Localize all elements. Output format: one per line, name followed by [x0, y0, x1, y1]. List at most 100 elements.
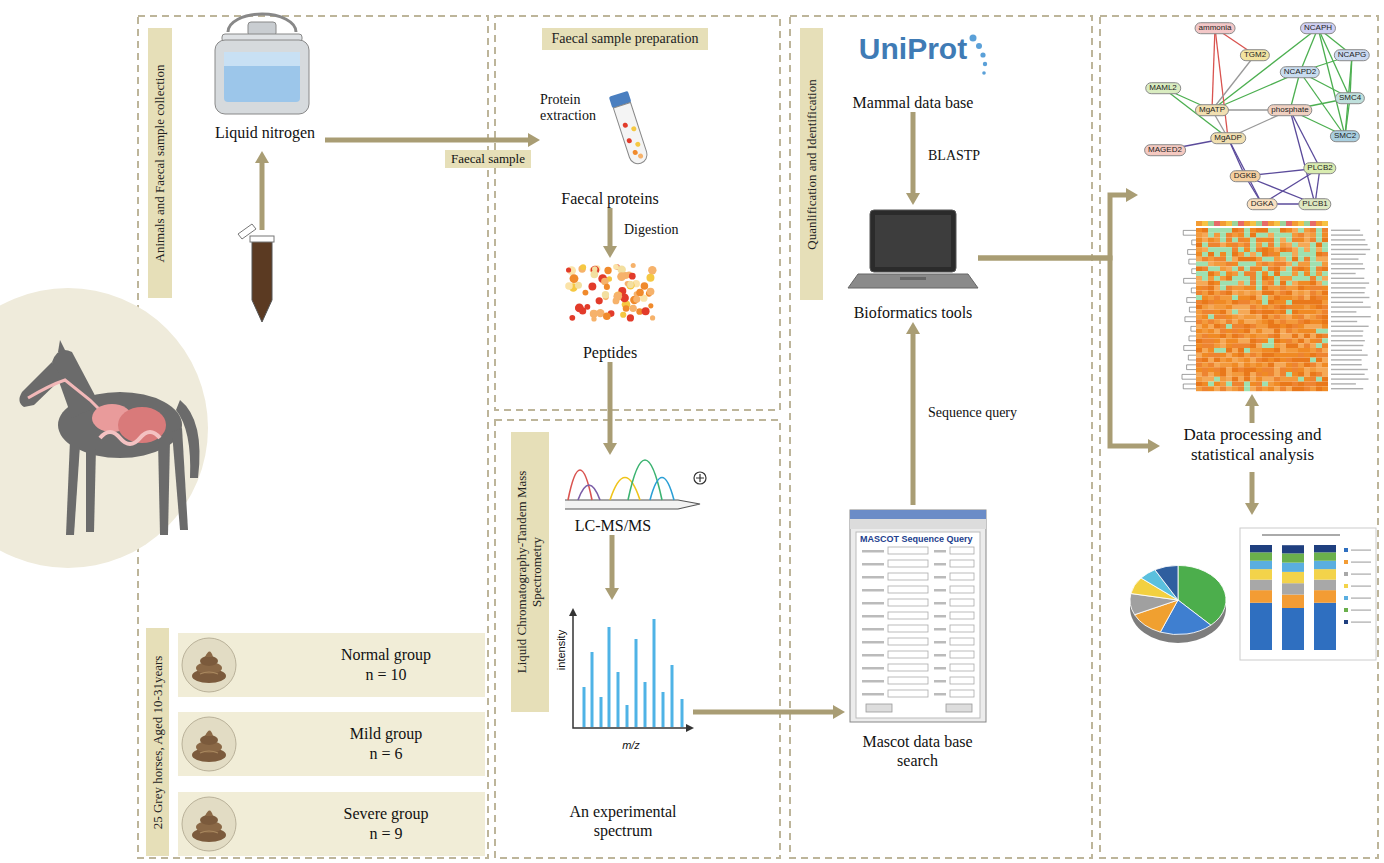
heatmap [1232, 382, 1238, 387]
heatmap [1232, 343, 1238, 348]
form-fields [862, 693, 884, 696]
heatmap [1286, 377, 1292, 382]
heatmap [1244, 281, 1250, 286]
sample-tube [252, 240, 272, 322]
digestive-tract [28, 380, 105, 415]
stacked-bars [1344, 584, 1348, 588]
heatmap [1331, 354, 1368, 355]
heatmap [1286, 358, 1292, 363]
peptide-dots [591, 316, 596, 321]
heatmap [1232, 338, 1238, 343]
heatmap [1310, 221, 1316, 226]
heatmap [1310, 329, 1316, 334]
form-fields [888, 560, 928, 567]
heatmap [1331, 335, 1363, 336]
heatmap [1196, 242, 1202, 247]
heatmap [1262, 271, 1268, 276]
peptide-dots [580, 264, 586, 270]
heatmap [1310, 266, 1316, 271]
peptide-dots [604, 284, 610, 290]
heatmap [1232, 310, 1238, 315]
heatmap [1268, 377, 1274, 382]
peptide-dots [578, 265, 585, 272]
heatmap [1304, 386, 1310, 391]
heatmap [1310, 334, 1316, 339]
heatmap [1256, 358, 1262, 363]
heatmap [1322, 343, 1328, 348]
heatmap [1268, 343, 1274, 348]
heatmap [1316, 262, 1322, 267]
heatmap [1274, 295, 1280, 300]
form-fields [862, 654, 884, 657]
icon-caption: UniProt [859, 32, 967, 65]
peptide-dots [613, 292, 622, 301]
icon-caption: Liquid nitrogen [215, 123, 315, 142]
heatmap [1292, 286, 1298, 291]
heatmap [1244, 221, 1250, 226]
heatmap [1262, 358, 1268, 363]
heatmap [1316, 324, 1322, 329]
heatmap [1232, 367, 1238, 372]
sample-tube [238, 224, 256, 239]
heatmap [1262, 319, 1268, 324]
heatmap [1331, 263, 1363, 264]
heatmap [1196, 386, 1202, 391]
heatmap [1274, 367, 1280, 372]
spectrum-bars [617, 672, 620, 727]
heatmap [1202, 295, 1208, 300]
analysis-label: Data processing and statistical analysis [1160, 425, 1345, 466]
heatmap [1331, 364, 1362, 365]
heatmap [1226, 386, 1232, 391]
heatmap [1220, 286, 1226, 291]
stacked-bars [1250, 590, 1272, 603]
heatmap [1226, 377, 1232, 382]
form-fields [888, 612, 928, 619]
gene-label: MAGED2 [1144, 144, 1186, 156]
heatmap [1298, 271, 1304, 276]
heatmap [1286, 228, 1292, 233]
heatmap [1310, 281, 1316, 286]
heatmap [1280, 343, 1286, 348]
heatmap [1268, 262, 1274, 267]
heatmap [1208, 233, 1214, 238]
heatmap [1244, 314, 1250, 319]
heatmap [1238, 290, 1244, 295]
mascot-window [850, 510, 986, 722]
heatmap [1322, 338, 1328, 343]
heatmap [1268, 228, 1274, 233]
heatmap [1322, 228, 1328, 233]
heatmap [1196, 252, 1202, 257]
heatmap [1232, 353, 1238, 358]
pie-chart [1130, 565, 1226, 634]
heatmap [1262, 276, 1268, 281]
form-fields [862, 641, 884, 644]
heatmap [1202, 367, 1208, 372]
heatmap [1256, 310, 1262, 315]
form-fields [946, 704, 972, 712]
stacked-bars [1314, 561, 1336, 569]
heatmap [1262, 257, 1268, 262]
laptop-icon [870, 210, 956, 272]
faeces-icon [182, 638, 236, 692]
heatmap [1244, 242, 1250, 247]
heatmap [1208, 242, 1214, 247]
heatmap [1268, 358, 1274, 363]
heatmap [1220, 242, 1226, 247]
chromatogram [578, 485, 600, 500]
heatmap [1202, 386, 1208, 391]
spectrum-bars [681, 699, 684, 727]
heatmap [1250, 228, 1256, 233]
heatmap [1208, 247, 1214, 252]
heatmap [1286, 386, 1292, 391]
heatmap [1298, 257, 1304, 262]
heatmap [1256, 372, 1262, 377]
faeces-icon [205, 731, 213, 737]
heatmap [1316, 300, 1322, 305]
heatmap [1191, 326, 1196, 331]
heatmap [1220, 358, 1226, 363]
heatmap [1304, 233, 1310, 238]
heatmap [1322, 358, 1328, 363]
heatmap [1220, 247, 1226, 252]
heatmap [1244, 257, 1250, 262]
heatmap [1322, 348, 1328, 353]
